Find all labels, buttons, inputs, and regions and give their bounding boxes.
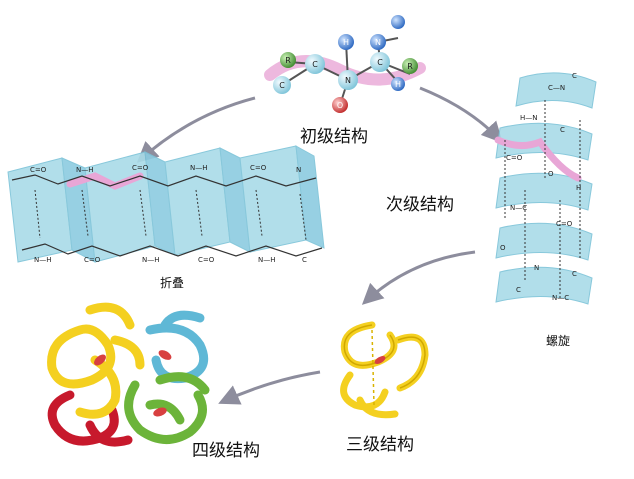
helix-segment: [158, 350, 172, 360]
svg-text:N—H: N—H: [258, 256, 276, 264]
arrow-tertiary-to-quaternary: [218, 370, 321, 405]
svg-text:N—H: N—H: [76, 166, 94, 174]
primary-structure-molecule: C R C H N O C N R H: [264, 15, 426, 113]
transition-arrows: [136, 86, 503, 405]
nitrogen-atom: [338, 70, 358, 90]
svg-text:N—H: N—H: [34, 256, 52, 264]
helix-segment: [94, 354, 106, 366]
svg-text:O: O: [548, 170, 554, 178]
atom-label-h: H: [343, 38, 349, 47]
svg-text:C—N: C—N: [548, 84, 565, 92]
svg-text:O: O: [500, 244, 506, 252]
svg-text:C=O: C=O: [556, 220, 573, 228]
hydrogen-atom: [338, 34, 354, 50]
atom-label-n: N: [375, 38, 381, 47]
tertiary-structure: [340, 321, 429, 419]
oxygen-atom: [332, 97, 348, 113]
svg-text:C: C: [572, 270, 577, 278]
beta-pleated-sheet: C=O N—H C=O N—H C=O N N—H C=O N—H C=O N—H C: [7, 145, 325, 264]
r-group-atom: [280, 52, 296, 68]
carbon-atom: [305, 54, 325, 74]
helix-segment: [153, 407, 167, 417]
quaternary-structure: [47, 302, 210, 447]
svg-text:H: H: [576, 184, 581, 192]
svg-text:C=O: C=O: [30, 166, 47, 174]
svg-text:C=O: C=O: [506, 154, 523, 162]
svg-text:N—C: N—C: [552, 294, 569, 302]
arrow-secondary-to-tertiary: [361, 250, 476, 305]
r-group-atom: [402, 58, 418, 74]
atom-label-o: O: [337, 101, 343, 110]
label-pleated-sheet: 折叠: [160, 276, 185, 290]
svg-text:C: C: [572, 72, 577, 80]
svg-text:N—H: N—H: [190, 164, 208, 172]
helix-highlight: [494, 136, 582, 182]
arrow-primary-to-sheet: [136, 96, 256, 163]
carbon-atom: [370, 52, 390, 72]
atom-label-n: N: [345, 76, 351, 85]
svg-text:C: C: [560, 126, 565, 134]
svg-text:C: C: [302, 256, 307, 264]
label-tertiary-structure: 三级结构: [346, 435, 414, 455]
svg-text:N—C: N—C: [510, 204, 527, 212]
svg-text:C=O: C=O: [84, 256, 101, 264]
svg-text:C=O: C=O: [132, 164, 149, 172]
label-primary-structure: 初级结构: [300, 127, 368, 147]
label-quaternary-structure: 四级结构: [192, 441, 260, 461]
hydrogen-atom: [391, 15, 405, 29]
arrow-primary-to-helix: [419, 86, 503, 144]
svg-text:N: N: [534, 264, 539, 272]
svg-text:C: C: [516, 286, 521, 294]
carbon-atom: [273, 76, 291, 94]
svg-text:C=O: C=O: [198, 256, 215, 264]
hydrogen-atom: [391, 77, 405, 91]
atom-label-h: H: [395, 80, 401, 89]
atom-label-r: R: [407, 62, 413, 71]
label-helix: 螺旋: [546, 334, 571, 348]
atom-label-c: C: [279, 81, 285, 90]
atom-label-c: C: [377, 58, 383, 67]
label-secondary-structure: 次级结构: [386, 195, 454, 215]
svg-text:H—N: H—N: [520, 114, 538, 122]
svg-text:C=O: C=O: [250, 164, 267, 172]
hydrogen-atom: [370, 34, 386, 50]
sheet-highlight: [66, 172, 144, 190]
helix-segment: [374, 356, 386, 364]
atom-label-c: C: [312, 60, 318, 69]
svg-text:N—H: N—H: [142, 256, 160, 264]
svg-text:N: N: [296, 166, 301, 174]
atom-label-r: R: [285, 56, 291, 65]
alpha-helix: C—N C H—N C C=O O H N—C C=O O N C C N—C: [494, 72, 597, 305]
